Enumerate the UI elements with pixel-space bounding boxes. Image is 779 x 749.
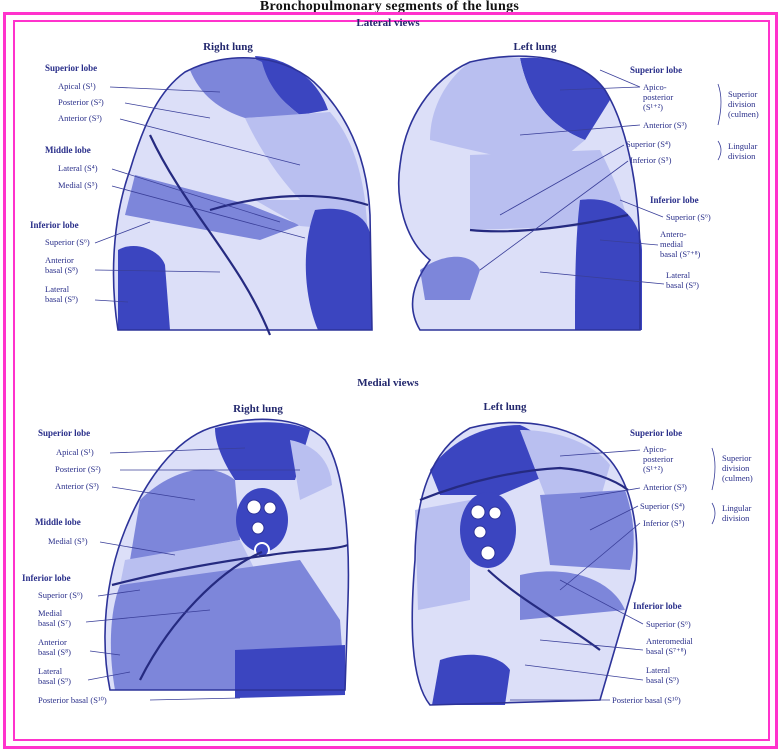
label-medial-basal-1: Medial [38, 608, 63, 618]
label-apico-3: (S¹⁺²) [643, 464, 663, 474]
label-superior-s6: Superior (S⁶) [646, 619, 691, 629]
left-lung-medial-title: Left lung [483, 401, 527, 413]
label-superior-s6: Superior (S⁶) [666, 212, 711, 222]
label-apical: Apical (S¹) [56, 447, 94, 457]
label-middle-lobe: Middle lobe [45, 145, 91, 155]
label-lateral-basal-1: Lateral [45, 284, 70, 294]
lateral-views-title: Lateral views [356, 17, 420, 29]
label-superior-lobe: Superior lobe [630, 65, 682, 75]
label-anteromedial-2: medial [660, 239, 684, 249]
left-lung-lateral: Left lung [399, 41, 642, 330]
label-apico-1: Apico- [643, 444, 667, 454]
label-lateral-basal-2: basal (S⁹) [646, 675, 679, 685]
label-anterior-basal-2: basal (S⁸) [45, 265, 78, 275]
label-superior-division-2: division [728, 99, 756, 109]
label-inferior-s5: Inferior (S⁵) [643, 518, 685, 528]
label-superior-lobe: Superior lobe [45, 63, 97, 73]
left-med-posterior-basal-segment [432, 655, 510, 705]
label-lateral: Lateral (S⁴) [58, 163, 98, 173]
label-anteromedial-2: basal (S⁷⁺⁸) [646, 646, 687, 656]
label-medial: Medial (S⁵) [48, 536, 88, 546]
label-anteromedial-1: Anteromedial [646, 636, 693, 646]
label-inferior-s5: Inferior (S⁵) [630, 155, 672, 165]
label-lateral-basal-1: Lateral [646, 665, 671, 675]
label-superior-lobe: Superior lobe [38, 428, 90, 438]
label-medial: Medial (S⁵) [58, 180, 98, 190]
label-superior: Superior (S⁶) [38, 590, 83, 600]
label-apical: Apical (S¹) [58, 81, 96, 91]
label-lateral-basal-1: Lateral [666, 270, 691, 280]
label-anterior: Anterior (S³) [58, 113, 102, 123]
label-anterior-basal-1: Anterior [45, 255, 74, 265]
label-posterior: Posterior (S²) [58, 97, 104, 107]
right-lung-lateral-title: Right lung [203, 41, 253, 53]
label-anteromedial-3: basal (S⁷⁺⁸) [660, 249, 701, 259]
label-inferior-lobe: Inferior lobe [633, 601, 682, 611]
label-superior-division-1: Superior [722, 453, 751, 463]
label-lingular-1: Lingular [728, 141, 757, 151]
label-superior-s4: Superior (S⁴) [626, 139, 671, 149]
label-lateral-basal-2: basal (S⁹) [38, 676, 71, 686]
label-inferior-lobe: Inferior lobe [30, 220, 79, 230]
label-anterior: Anterior (S³) [55, 481, 99, 491]
label-apico-2: posterior [643, 92, 673, 102]
label-medial-basal-2: basal (S⁷) [38, 618, 71, 628]
label-superior: Superior (S⁶) [45, 237, 90, 247]
label-posterior-basal: Posterior basal (S¹⁰) [612, 695, 681, 705]
right-lung-medial-title: Right lung [233, 403, 283, 415]
label-superior-division-3: (culmen) [728, 109, 759, 119]
label-lingular-2: division [722, 513, 750, 523]
left-lung-lateral-title: Left lung [513, 41, 557, 53]
label-anterior-basal-2: basal (S⁸) [38, 647, 71, 657]
label-superior-division-2: division [722, 463, 750, 473]
medial-views-title: Medial views [357, 377, 419, 389]
label-lingular-2: division [728, 151, 756, 161]
label-superior-lobe: Superior lobe [630, 428, 682, 438]
label-apico-1: Apico- [643, 82, 667, 92]
label-superior-s4: Superior (S⁴) [640, 501, 685, 511]
label-lateral-basal-2: basal (S⁹) [666, 280, 699, 290]
right-lung-lateral: Right lung [114, 41, 372, 335]
label-posterior: Posterior (S²) [55, 464, 101, 474]
label-anteromedial-1: Antero- [660, 229, 687, 239]
label-superior-division-3: (culmen) [722, 473, 753, 483]
label-middle-lobe: Middle lobe [35, 517, 81, 527]
label-inferior-lobe: Inferior lobe [650, 195, 699, 205]
label-lingular-1: Lingular [722, 503, 751, 513]
label-lateral-basal-2: basal (S⁹) [45, 294, 78, 304]
right-lung-medial: Right lung [105, 403, 348, 698]
label-anterior: Anterior (S³) [643, 120, 687, 130]
label-apico-3: (S¹⁺²) [643, 102, 663, 112]
label-inferior-lobe: Inferior lobe [22, 573, 71, 583]
left-lung-medial: Left lung [412, 401, 637, 705]
label-anterior-basal-1: Anterior [38, 637, 67, 647]
label-anterior: Anterior (S³) [643, 482, 687, 492]
label-superior-division-1: Superior [728, 89, 757, 99]
label-apico-2: posterior [643, 454, 673, 464]
label-lateral-basal-1: Lateral [38, 666, 63, 676]
label-posterior-basal: Posterior basal (S¹⁰) [38, 695, 107, 705]
